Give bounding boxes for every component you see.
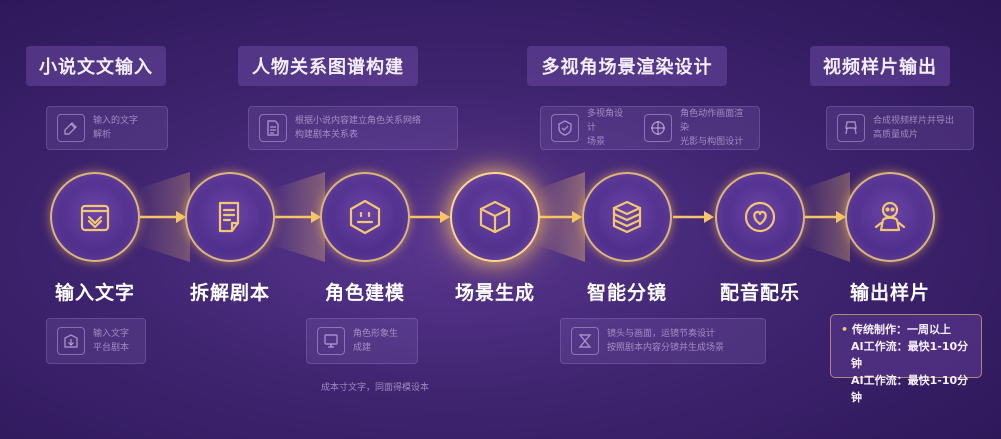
- connector-6-7: [805, 172, 850, 262]
- node-label-smart-storyboard: 智能分镜: [586, 282, 667, 304]
- compare-line-ai-1: AI工作流：最快1-10分钟: [851, 340, 969, 370]
- node-dubbing-music: [715, 172, 805, 262]
- top-card-input: 输入的文字 解析: [46, 106, 168, 150]
- chair-icon: [837, 114, 865, 142]
- document-icon: [259, 114, 287, 142]
- node-label-dubbing-music: 配音配乐: [719, 282, 800, 304]
- top-card-video-output: 合成视频样片并导出 高质量成片: [826, 106, 974, 150]
- node-character-modeling: [320, 172, 410, 262]
- bottom-card-storyboard: 镜头与画面，运镜节奏设计 按照剧本内容分镜并生成场景: [560, 318, 766, 364]
- heart-circle-icon: [744, 201, 776, 233]
- document-edit-icon: [218, 201, 240, 233]
- monitor-icon: [317, 327, 345, 355]
- node-label-character-modeling: 角色建模: [324, 282, 405, 304]
- node-label-output-sample: 输出样片: [849, 282, 930, 304]
- node-scene-generation: [450, 172, 540, 262]
- connector-5-6: [673, 211, 714, 223]
- node-parse-script: [185, 172, 275, 262]
- compare-line-traditional: •传统制作：一周以上: [841, 323, 952, 336]
- robot-icon: [874, 201, 906, 232]
- connector-2-3: [275, 172, 325, 262]
- edit-tag-icon: [57, 114, 85, 142]
- shield-icon: [551, 114, 579, 142]
- layered-stack-icon: [612, 200, 642, 234]
- top-card-scene-design: 多视角设计 场景 角色动作画面渲染 光影与构图设计: [540, 106, 760, 150]
- connector-1-2: [140, 172, 190, 262]
- character-hexagon-icon: [349, 199, 381, 235]
- bottom-card-character: 角色形象生 成建: [306, 318, 418, 364]
- cube-box-icon: [479, 200, 511, 234]
- hourglass-icon: [571, 327, 599, 355]
- compare-line-ai-2: AI工作流：最快1-10分钟: [851, 374, 969, 404]
- node-label-parse-script: 拆解剧本: [189, 282, 270, 304]
- crosshair-icon: [644, 114, 673, 142]
- stage-label-novel-input: 小说文文输入: [26, 46, 166, 86]
- bullet-dot-icon: •: [841, 323, 849, 336]
- bottom-card-input: 输入文字 平台剧本: [46, 318, 146, 364]
- connector-3-4: [410, 211, 450, 223]
- time-comparison-box: •传统制作：一周以上 AI工作流：最快1-10分钟 AI工作流：最快1-10分钟: [830, 314, 982, 404]
- stage-label-relationship-graph: 人物关系图谱构建: [238, 46, 418, 86]
- node-smart-storyboard: [582, 172, 672, 262]
- footnote: 成本寸文字，同面得模设本: [320, 383, 429, 393]
- node-label-scene-generation: 场景生成: [454, 282, 535, 304]
- node-label-input-text: 输入文字: [54, 282, 135, 304]
- download-box-icon: [57, 327, 85, 355]
- top-card-relationship: 根据小说内容建立角色关系网络 构建剧本关系表: [248, 106, 458, 150]
- stage-label-video-output: 视频样片输出: [810, 46, 950, 86]
- node-output-sample: [845, 172, 935, 262]
- node-input-text: [50, 172, 140, 262]
- connector-4-5: [540, 172, 585, 262]
- stage-label-scene-rendering: 多视角场景渲染设计: [527, 46, 727, 86]
- inbox-download-icon: [80, 204, 110, 232]
